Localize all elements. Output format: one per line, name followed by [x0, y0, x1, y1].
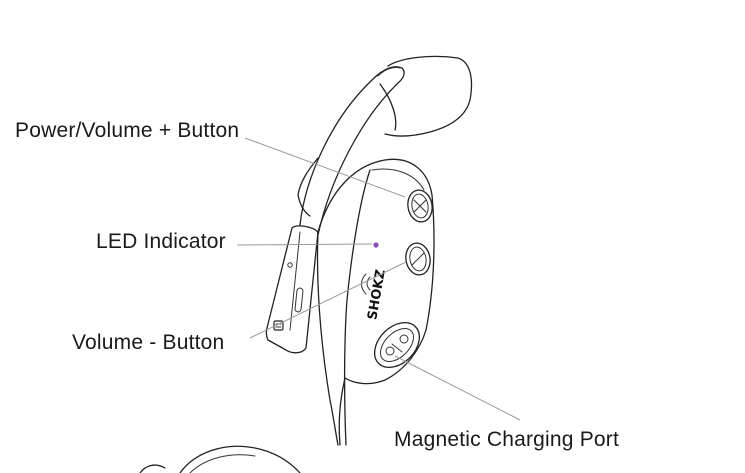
transducer-arm — [265, 225, 319, 354]
control-pod — [316, 158, 435, 446]
leader-port — [394, 355, 521, 421]
led-dot-icon — [373, 242, 379, 248]
mic-hole-icon — [287, 262, 293, 268]
leader-volminus — [249, 261, 407, 339]
leader-led — [236, 243, 373, 246]
leader-power — [244, 137, 406, 198]
ear-hook — [297, 55, 473, 236]
bone-conduction-icon — [273, 320, 284, 331]
minus-button-icon[interactable] — [403, 241, 432, 277]
wave-logo-icon — [361, 273, 371, 295]
vent-slot-icon — [294, 287, 304, 313]
label-volume-minus: Volume - Button — [72, 331, 225, 354]
plus-button-icon[interactable] — [405, 188, 434, 224]
label-power-volume-plus: Power/Volume + Button — [15, 119, 240, 142]
label-led-indicator: LED Indicator — [96, 230, 226, 253]
label-magnetic-charging-port: Magnetic Charging Port — [394, 428, 620, 451]
magnetic-port-icon[interactable] — [366, 314, 428, 376]
opposite-earpiece — [139, 445, 301, 473]
